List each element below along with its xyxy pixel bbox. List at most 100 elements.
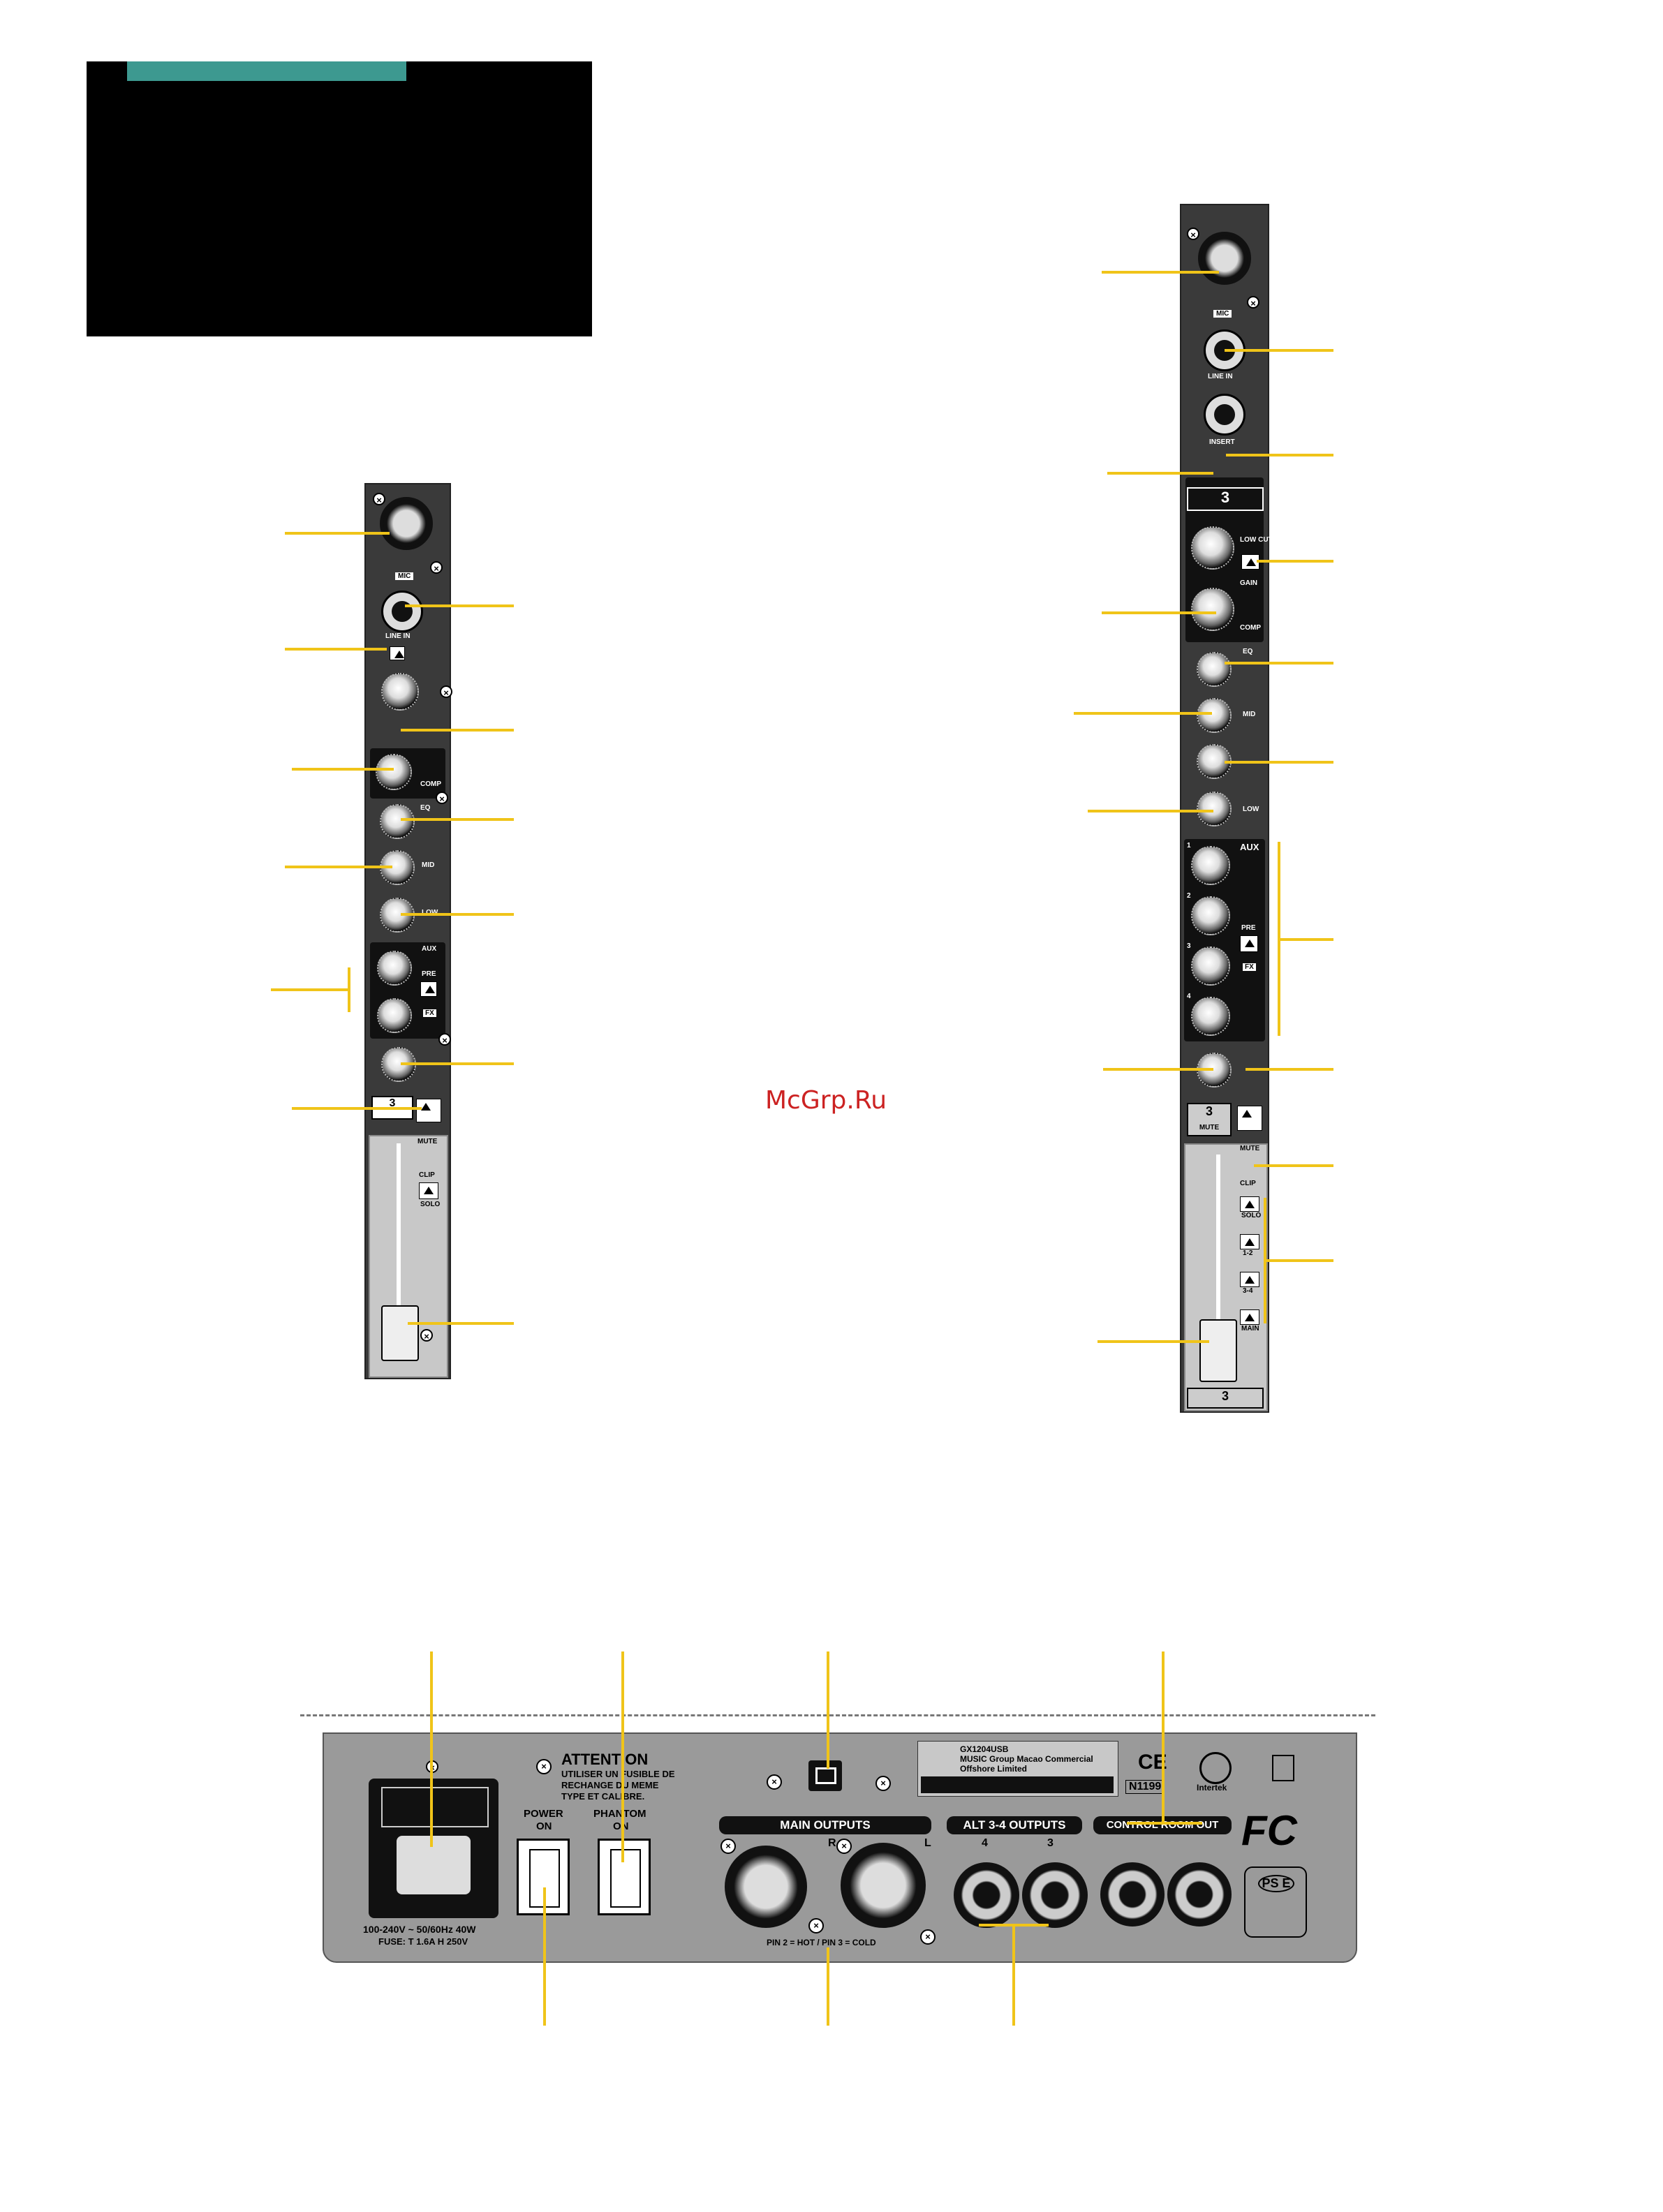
callout-line [401,1062,514,1065]
mute-led-label: MUTE [417,1138,438,1145]
screw-icon: × [808,1918,824,1933]
low-cut-switch[interactable] [390,646,405,660]
fader-cap[interactable] [1199,1319,1237,1382]
attention-line-2: RECHANGE DU MEME [561,1780,659,1790]
control-room-l-jack[interactable] [1100,1862,1165,1927]
callout-line [1264,1259,1333,1262]
phantom-switch[interactable] [598,1839,651,1915]
screw-icon: × [438,1033,451,1046]
main-out-l-xlr[interactable] [841,1843,926,1928]
comp-knob[interactable] [1191,588,1234,631]
callout-bracket [1264,1198,1266,1323]
callout-line [1162,1651,1165,1825]
callout-line [405,604,514,607]
alt-outputs-pill: ALT 3-4 OUTPUTS [947,1816,1082,1834]
alt-4-jack[interactable] [954,1862,1019,1928]
fx-label: FX [423,1009,436,1017]
eq-low-knob[interactable] [1197,792,1232,826]
aux-label: AUX [1240,842,1259,852]
eq-high-knob[interactable] [1197,652,1232,687]
callout-line [543,1887,546,2026]
main-switch[interactable] [1240,1309,1259,1325]
insert-label: INSERT [1209,438,1235,446]
eq-label: EQ [1243,648,1253,655]
mid-label: MID [422,861,435,869]
aux-2-knob[interactable] [377,998,412,1033]
power-socket[interactable] [369,1779,498,1918]
mute-number-box: 3 MUTE [1187,1103,1232,1136]
control-room-r-jack[interactable] [1167,1862,1232,1927]
pre-switch[interactable] [1240,935,1258,952]
power-label-2: ON [536,1820,552,1832]
callout-line [285,648,387,651]
n-mark: N1199 [1125,1780,1165,1794]
bus-3-4-label: 3-4 [1243,1287,1253,1295]
aux-1-knob[interactable] [1191,846,1230,885]
main-out-r-xlr[interactable] [725,1846,807,1928]
model-line-2: MUSIC Group Macao Commercial [960,1754,1093,1764]
mic-label: MIC [1213,310,1232,318]
solo-switch[interactable] [1240,1196,1259,1212]
alt-3-label: 3 [1047,1837,1054,1849]
usb-port[interactable] [808,1760,842,1791]
mic-xlr-jack[interactable] [380,497,433,550]
warning-bar [921,1776,1114,1793]
aux-label: AUX [422,945,437,953]
eq-high-knob[interactable] [380,804,415,839]
mute-label: MUTE [1199,1124,1220,1131]
aux-2-number: 2 [1187,892,1191,900]
aux-4-knob[interactable] [1191,997,1230,1036]
callout-line [621,1651,624,1862]
comp-label: COMP [1240,624,1261,632]
pre-label: PRE [1241,924,1256,932]
gain-knob[interactable] [1191,526,1234,570]
solo-switch[interactable] [419,1182,438,1199]
mid-label: MID [1243,711,1256,718]
main-r-label: R [828,1837,836,1849]
line-in-jack[interactable] [381,591,423,632]
bus-1-2-switch[interactable] [1240,1234,1259,1249]
fader-channel-number: 3 [1187,1388,1264,1409]
callout-line [285,866,392,868]
aux-1-number: 1 [1187,842,1191,849]
callout-line [1246,1068,1333,1071]
screw-icon: × [430,561,443,574]
callout-line [1257,560,1333,563]
screw-icon: × [920,1929,936,1945]
mute-switch[interactable] [1237,1106,1262,1131]
pre-switch[interactable] [420,981,437,997]
pse-mark-box: PS E [1244,1866,1307,1938]
power-spec-line-2: FUSE: T 1.6A H 250V [378,1936,468,1947]
callout-line [408,1322,514,1325]
bus-1-2-label: 1-2 [1243,1249,1253,1257]
mute-switch[interactable] [416,1099,441,1122]
model-label-plate: GX1204USB MUSIC Group Macao Commercial O… [917,1741,1118,1797]
alt-3-jack[interactable] [1022,1862,1088,1928]
comp-knob[interactable] [376,754,412,790]
screw-icon: × [767,1774,782,1790]
callout-line [1107,472,1213,475]
aux-3-knob[interactable] [1191,947,1230,986]
aux-2-knob[interactable] [1191,896,1230,935]
gain-knob[interactable] [381,673,419,711]
model-line-1: GX1204USB [960,1744,1009,1754]
insert-jack[interactable] [1204,394,1246,436]
aux-1-knob[interactable] [377,951,412,986]
eq-label: EQ [420,804,431,812]
main-label: MAIN [1241,1325,1259,1333]
pin-note: PIN 2 = HOT / PIN 3 = COLD [767,1938,876,1947]
callout-line [292,768,394,771]
bus-3-4-switch[interactable] [1240,1272,1259,1287]
right-channel-strip: × × MIC LINE IN INSERT 3 LOW CUT GAIN CO… [1180,204,1273,1413]
fx-label: FX [1243,963,1256,971]
eq-mid-knob[interactable] [1197,698,1232,733]
screw-icon: × [436,792,448,804]
low-cut-label: LOW CUT [1240,536,1273,544]
intertek-label: Intertek [1197,1783,1227,1792]
callout-line [401,818,514,821]
mic-xlr-jack[interactable] [1198,232,1251,285]
fader-cap[interactable] [381,1305,419,1361]
usb-icon [815,1767,836,1784]
callout-line [1278,938,1333,941]
callout-line [1225,761,1333,764]
